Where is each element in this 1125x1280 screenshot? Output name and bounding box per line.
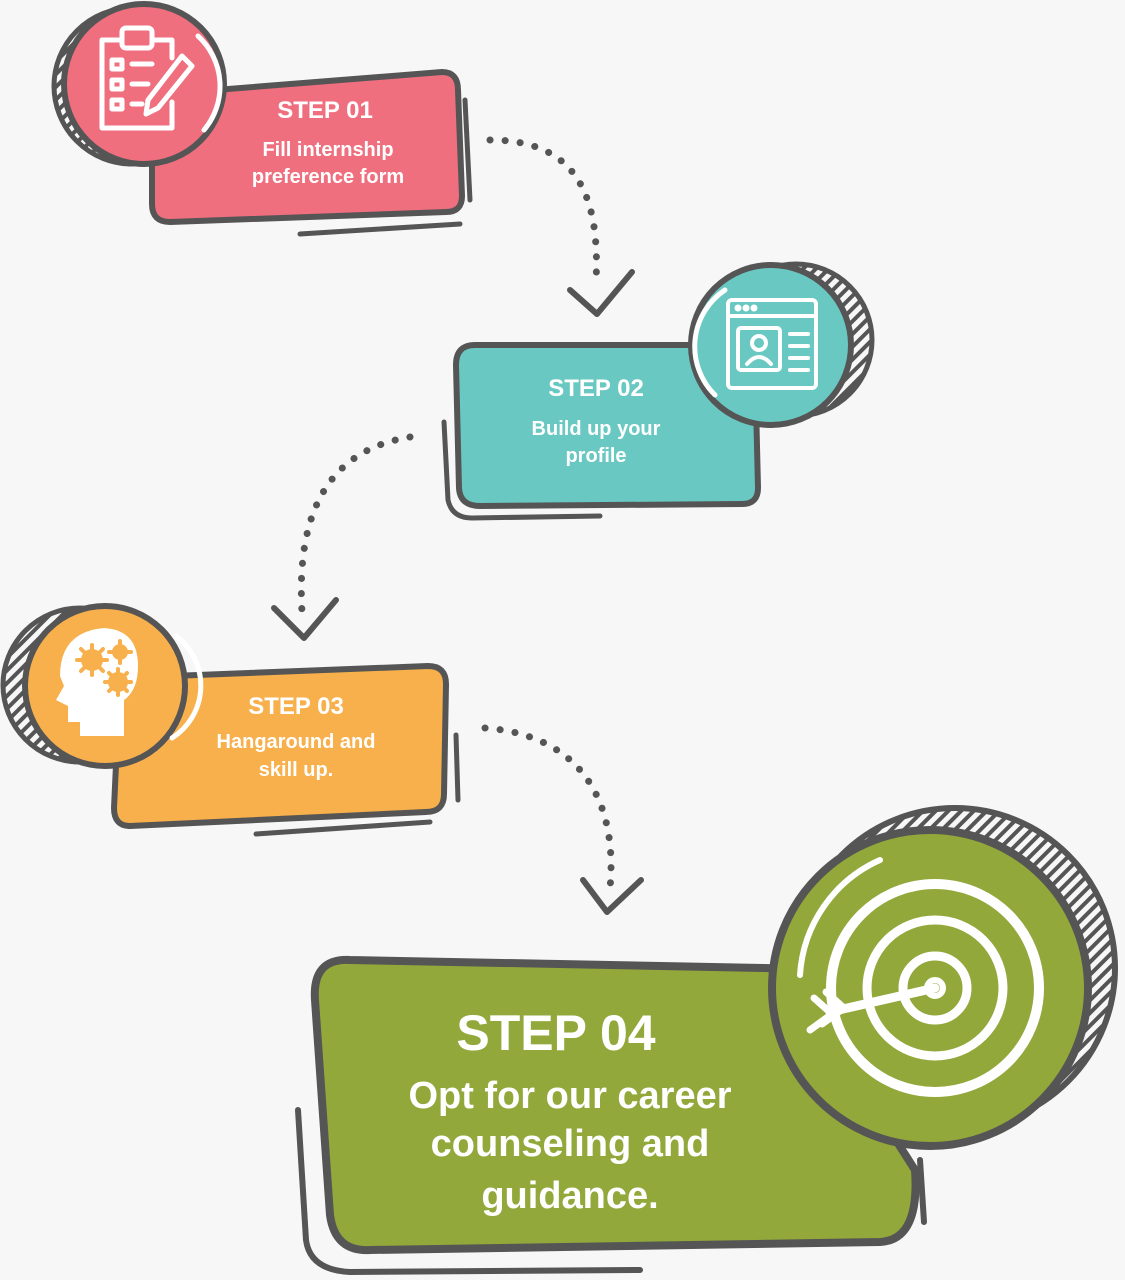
head-gears-icon xyxy=(56,628,138,736)
step-3-title: STEP 03 xyxy=(248,693,344,720)
step-2-desc-line-1: Build up your xyxy=(532,418,661,440)
step-4-desc-line-2: counseling and xyxy=(431,1123,710,1165)
step-2-desc-line-2: profile xyxy=(565,445,626,467)
step-2: STEP 02 Build up your profile xyxy=(441,261,875,521)
connector-2-to-3 xyxy=(271,433,414,641)
step-3-desc-line-2: skill up. xyxy=(259,759,333,781)
step-3: STEP 03 Hangaround and skill up. xyxy=(0,603,461,837)
step-2-badge xyxy=(688,261,875,428)
step-1-title: STEP 01 xyxy=(277,97,373,124)
connector-1-to-2 xyxy=(486,136,635,317)
step-4-desc-line-1: Opt for our career xyxy=(408,1075,731,1117)
step-4-desc-line-3: guidance. xyxy=(481,1175,658,1217)
step-1: STEP 01 Fill internship preference form xyxy=(51,1,473,237)
step-1-badge xyxy=(51,1,227,167)
connector-3-to-4 xyxy=(481,724,644,915)
profile-page-icon xyxy=(726,298,818,390)
step-4-title: STEP 04 xyxy=(456,1005,655,1061)
step-1-card xyxy=(149,69,465,225)
clipboard-checklist-icon xyxy=(99,25,195,131)
step-4: STEP 04 Opt for our career counseling an… xyxy=(295,805,1118,1276)
step-1-desc-line-1: Fill internship xyxy=(262,139,393,161)
step-2-title: STEP 02 xyxy=(548,375,644,402)
target-arrow-icon xyxy=(806,879,1044,1097)
step-3-desc-line-1: Hangaround and xyxy=(217,731,376,753)
step-4-badge xyxy=(768,805,1118,1150)
step-3-badge xyxy=(0,603,204,769)
step-1-desc-line-2: preference form xyxy=(252,166,404,188)
